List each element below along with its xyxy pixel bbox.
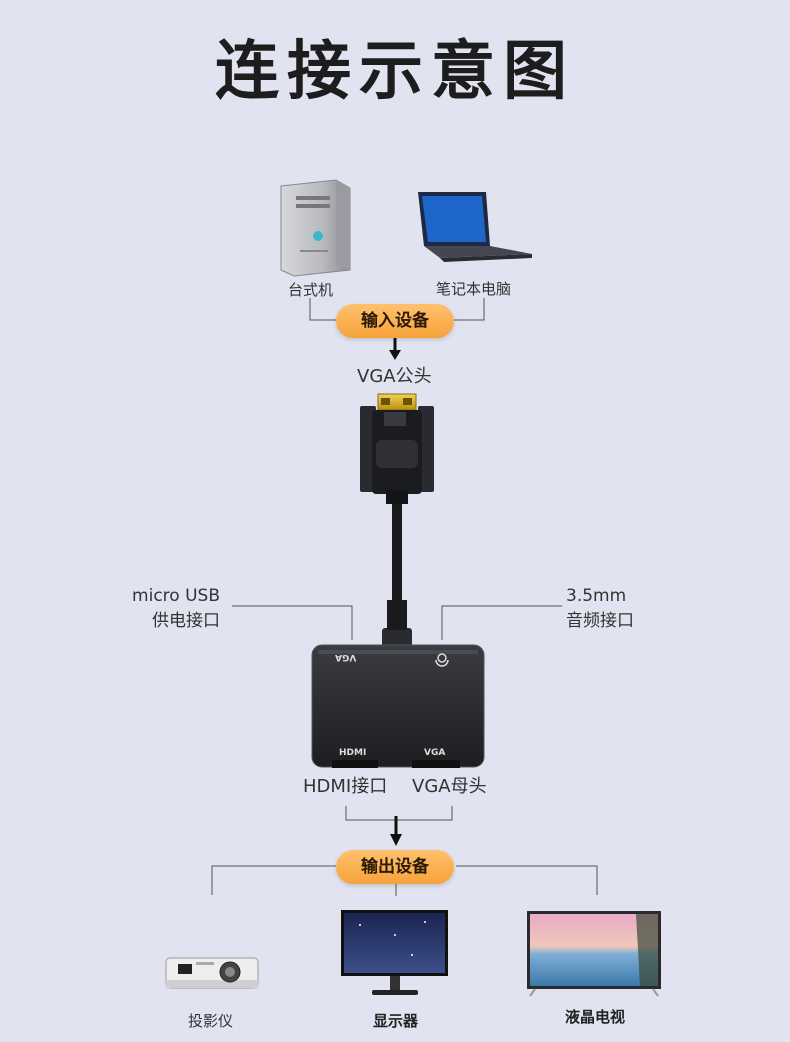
- output-devices-pill: 输出设备: [336, 850, 454, 884]
- arrow-down-icon: [390, 816, 402, 846]
- adapter-box-icon: [311, 644, 485, 768]
- projector-icon: [165, 957, 259, 989]
- vga-male-label: VGA公头: [357, 366, 432, 387]
- audio-callout-line2: 音频接口: [566, 611, 634, 631]
- callout-lines: [232, 605, 562, 640]
- vga-male-plug-icon: [360, 393, 434, 648]
- laptop-label: 笔记本电脑: [436, 280, 512, 298]
- port-bracket-lines: [345, 806, 453, 821]
- arrow-down-icon: [389, 338, 401, 360]
- input-connector-lines: [309, 298, 485, 321]
- laptop-icon: [418, 192, 532, 262]
- tv-icon: [527, 911, 661, 997]
- projector-label: 投影仪: [188, 1012, 234, 1030]
- audio-callout: 3.5mm 音频接口: [566, 584, 634, 634]
- desktop-pc-icon: [280, 179, 351, 277]
- monitor-icon: [341, 910, 448, 995]
- vga-female-label: VGA母头: [412, 776, 487, 797]
- adapter-vga-print: VGA: [335, 652, 357, 662]
- input-devices-pill: 输入设备: [336, 304, 454, 338]
- audio-callout-line1: 3.5mm: [566, 586, 627, 606]
- usb-callout-line1: micro USB: [132, 586, 220, 606]
- adapter-hdmi-print: HDMI: [339, 748, 367, 758]
- usb-callout: micro USB 供电接口: [128, 584, 220, 634]
- monitor-label: 显示器: [373, 1012, 419, 1030]
- output-connector-lines: [211, 865, 598, 896]
- adapter-vga-female-print: VGA: [424, 748, 446, 758]
- page-title: 连接示意图: [215, 35, 575, 109]
- tv-label: 液晶电视: [565, 1008, 626, 1026]
- usb-callout-line2: 供电接口: [152, 611, 220, 631]
- desktop-label: 台式机: [288, 281, 334, 299]
- hdmi-port-label: HDMI接口: [303, 776, 388, 797]
